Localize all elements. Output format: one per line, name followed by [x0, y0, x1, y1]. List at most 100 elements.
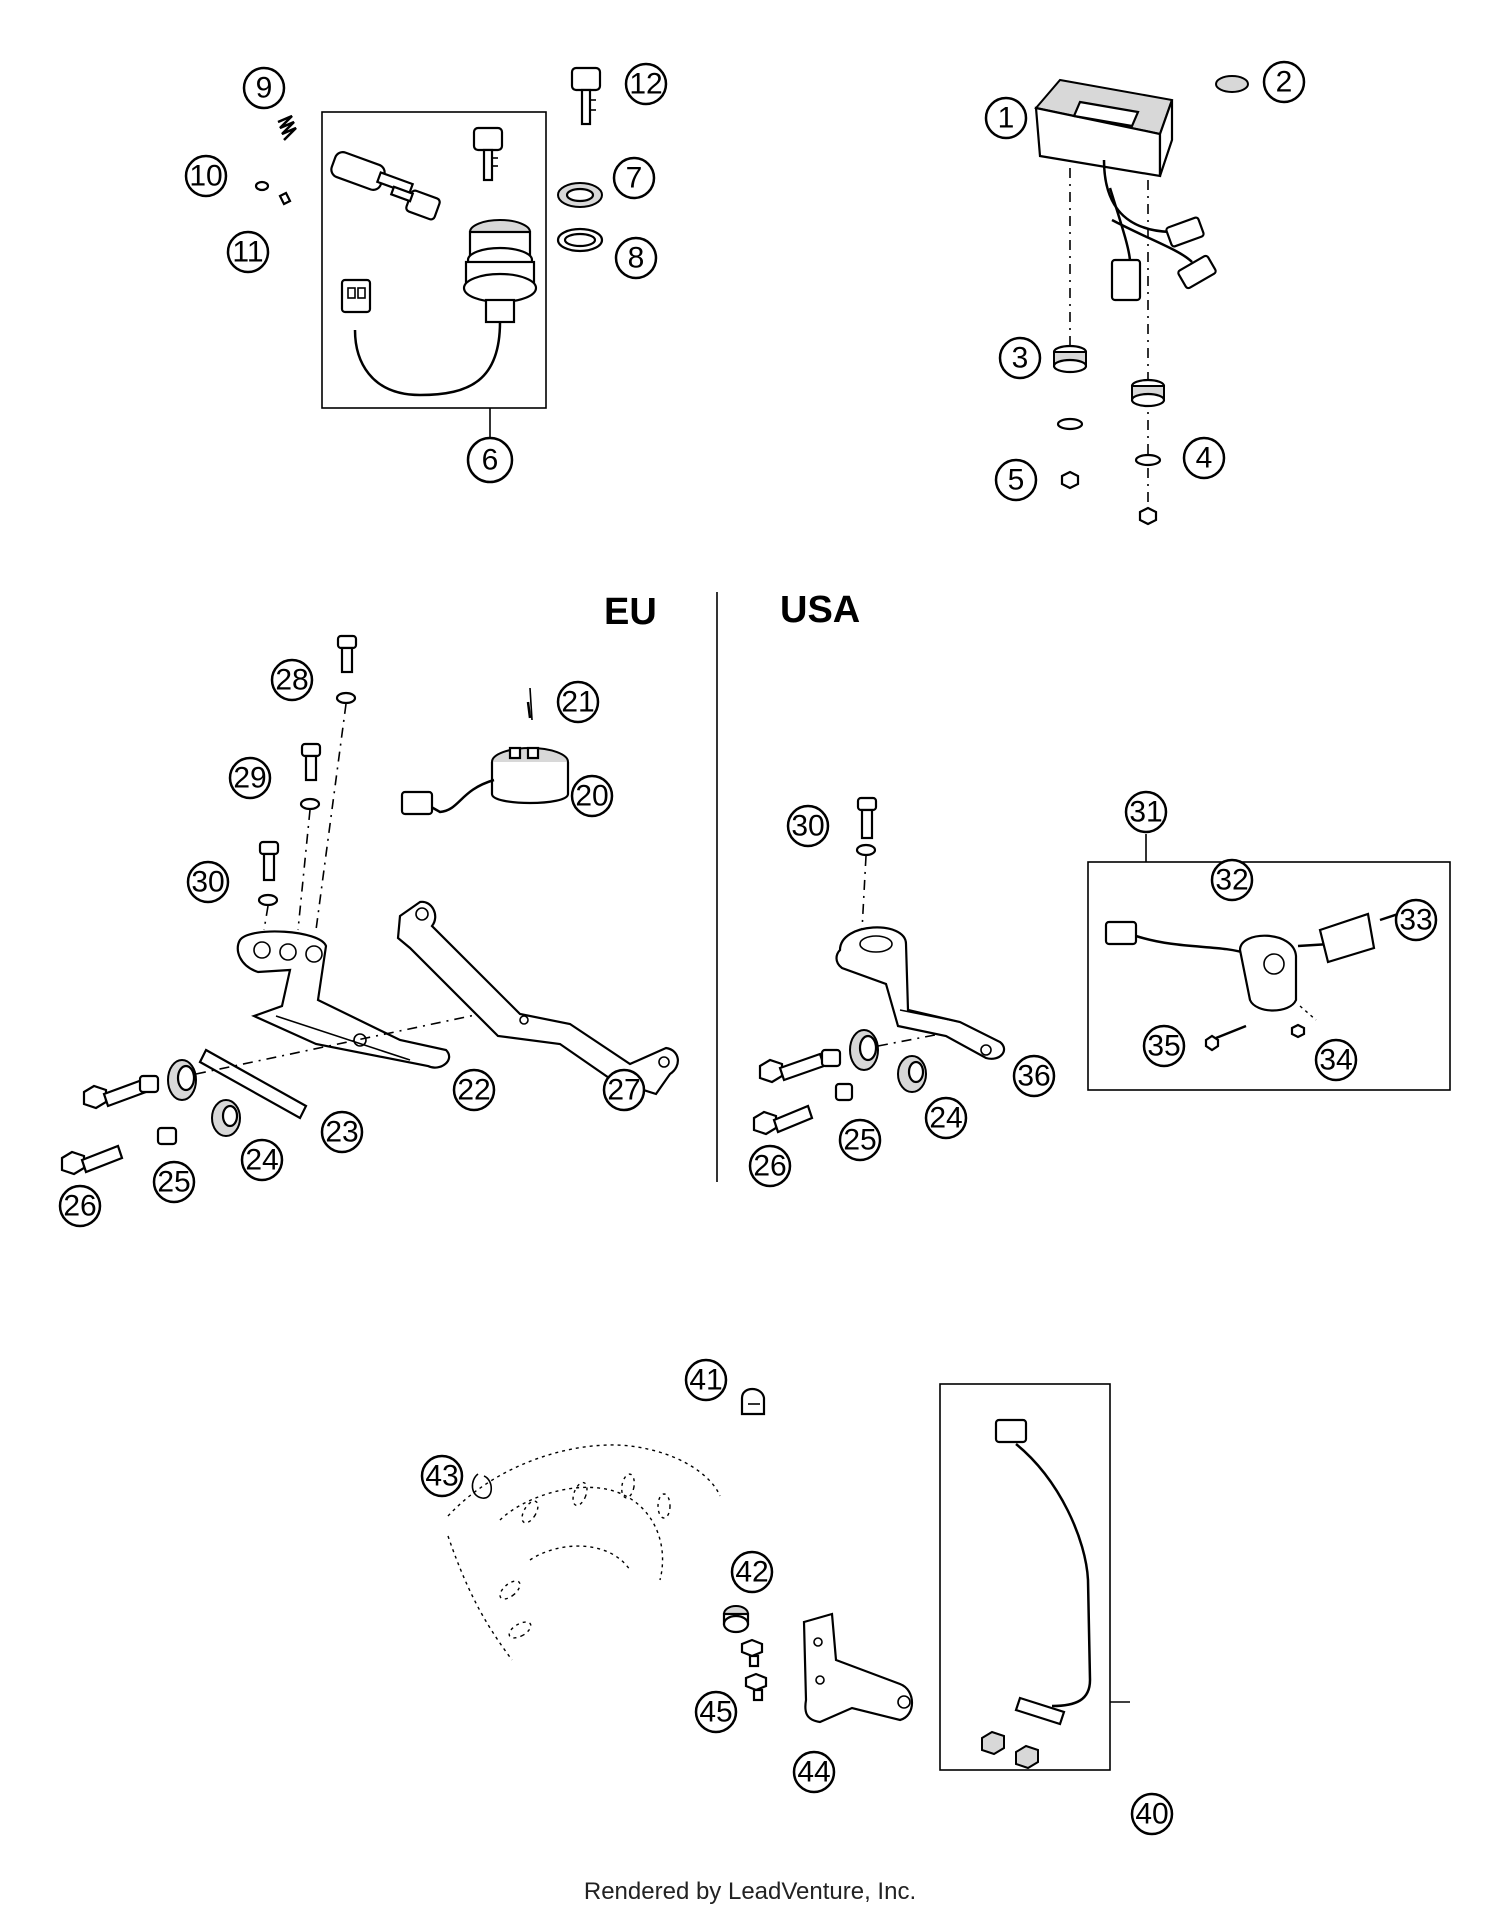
callout-28: 28 [270, 658, 314, 702]
switch-body [340, 219, 538, 397]
callout-30-usa: 30 [786, 804, 830, 848]
speed-sensor-kit [939, 1383, 1130, 1771]
callout-25-eu: 25 [152, 1160, 196, 1204]
callout-8: 8 [614, 236, 658, 280]
svg-text:30: 30 [791, 810, 824, 843]
callout-2: 2 [1262, 60, 1306, 104]
callout-31: 31 [1124, 790, 1168, 834]
svg-text:2: 2 [1276, 66, 1293, 99]
region-label-eu: EU [604, 591, 657, 633]
svg-text:8: 8 [628, 242, 645, 275]
svg-text:25: 25 [157, 1166, 190, 1199]
callout-35: 35 [1142, 1024, 1186, 1068]
grommet-left [1052, 344, 1088, 374]
callout-9: 9 [242, 66, 286, 110]
pin-30-eu [257, 840, 280, 907]
sensor-bracket [802, 1612, 914, 1724]
callout-44: 44 [792, 1750, 836, 1794]
pin-small [278, 191, 292, 206]
ring-nut [557, 182, 603, 208]
svg-text:33: 33 [1399, 904, 1432, 937]
svg-text:11: 11 [232, 236, 263, 269]
svg-text:23: 23 [325, 1116, 358, 1149]
indicator-unit [1034, 75, 1249, 526]
callout-5: 5 [994, 458, 1038, 502]
callout-10: 10 [184, 154, 228, 198]
svg-text:12: 12 [629, 68, 662, 101]
svg-text:25: 25 [843, 1124, 876, 1157]
spring [277, 114, 297, 141]
spacer-nut [722, 1605, 750, 1634]
eu-bolt-upper [82, 1059, 197, 1110]
kit-box-40 [939, 1383, 1111, 1771]
svg-text:3: 3 [1012, 342, 1029, 375]
eu-grommet [211, 1099, 241, 1137]
washer-right [1134, 453, 1162, 467]
callout-24-eu: 24 [240, 1138, 284, 1182]
callout-40: 40 [1130, 1792, 1174, 1836]
callout-7: 7 [612, 156, 656, 200]
ignition-switch-kit [254, 66, 604, 438]
region-label-usa: USA [780, 589, 860, 631]
nut-right [1138, 506, 1158, 526]
callout-26-usa: 26 [748, 1144, 792, 1188]
cable-clip [740, 1387, 766, 1416]
svg-text:41: 41 [689, 1364, 722, 1397]
callout-29: 29 [228, 756, 272, 800]
svg-text:24: 24 [929, 1102, 962, 1135]
callout-20: 20 [570, 774, 614, 818]
usa-bolt-lower [752, 1104, 814, 1136]
callout-22: 22 [452, 1068, 496, 1112]
svg-text:26: 26 [63, 1190, 96, 1223]
svg-text:9: 9 [256, 72, 273, 105]
svg-text:10: 10 [189, 160, 222, 193]
svg-text:1: 1 [998, 102, 1015, 135]
kit-box-31 [1087, 861, 1451, 1091]
callout-34: 34 [1314, 1038, 1358, 1082]
svg-text:26: 26 [753, 1150, 786, 1183]
svg-text:36: 36 [1017, 1060, 1050, 1093]
svg-text:42: 42 [735, 1556, 768, 1589]
cap [1215, 75, 1249, 93]
callout-32: 32 [1210, 858, 1254, 902]
usa-switch-kit [1087, 834, 1451, 1091]
spare-key [570, 66, 602, 126]
svg-text:40: 40 [1135, 1798, 1168, 1831]
screws [740, 1638, 768, 1702]
svg-text:31: 31 [1129, 796, 1162, 829]
svg-text:34: 34 [1319, 1044, 1352, 1077]
svg-text:32: 32 [1215, 864, 1248, 897]
key-loose [472, 126, 504, 182]
eu-bolt-lower [60, 1144, 124, 1176]
kit-box-6 [321, 111, 547, 409]
svg-text:6: 6 [482, 444, 499, 477]
pin-30-usa [855, 796, 878, 857]
callout-6: 6 [466, 436, 514, 484]
usa-spacer [834, 1082, 854, 1102]
svg-text:5: 5 [1008, 464, 1025, 497]
eu-spacer [156, 1126, 178, 1146]
washer-small [254, 180, 270, 192]
svg-text:20: 20 [575, 780, 608, 813]
svg-text:27: 27 [607, 1074, 640, 1107]
callout-21: 21 [556, 680, 600, 724]
callout-41: 41 [684, 1358, 728, 1402]
washer-left [1056, 417, 1084, 431]
ring-washer [556, 227, 604, 253]
callout-11: 11 [226, 230, 270, 274]
callout-33: 33 [1394, 898, 1438, 942]
usa-grommet [897, 1055, 927, 1093]
callout-1: 1 [984, 96, 1028, 140]
svg-text:7: 7 [626, 162, 643, 195]
lock-cylinder [330, 151, 415, 195]
svg-text:22: 22 [457, 1074, 490, 1107]
usa-bracket-assembly [752, 796, 1006, 1136]
callout-26-eu: 26 [58, 1184, 102, 1228]
eu-sensor-switch [400, 687, 570, 816]
callout-4: 4 [1182, 436, 1226, 480]
svg-text:28: 28 [275, 664, 308, 697]
callout-25-usa: 25 [838, 1118, 882, 1162]
callout-23: 23 [320, 1110, 364, 1154]
grommet-right [1130, 378, 1166, 408]
